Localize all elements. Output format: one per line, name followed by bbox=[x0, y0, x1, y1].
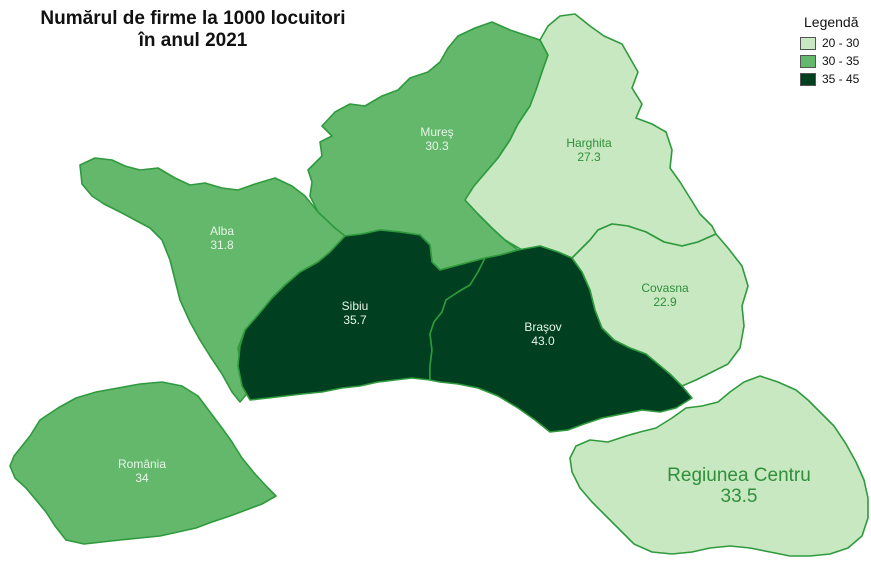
legend-item: 20 - 30 bbox=[800, 34, 870, 52]
legend-item: 30 - 35 bbox=[800, 52, 870, 70]
label-romania-value: 34 bbox=[135, 471, 149, 485]
region-regiunea-centru[interactable] bbox=[569, 375, 869, 557]
legend-swatch bbox=[800, 54, 816, 68]
label-mures-name: Mureş bbox=[420, 125, 453, 139]
label-regiunea-centru-value: 33.5 bbox=[721, 486, 758, 507]
region-romania[interactable] bbox=[9, 381, 277, 545]
legend-title: Legendă bbox=[804, 14, 859, 30]
legend-label: 30 - 35 bbox=[822, 54, 860, 68]
legend-swatch bbox=[800, 72, 816, 86]
label-covasna-value: 22.9 bbox=[653, 295, 677, 309]
label-alba-name: Alba bbox=[210, 224, 234, 238]
label-brasov-value: 43.0 bbox=[531, 334, 555, 348]
label-mures-value: 30.3 bbox=[425, 139, 449, 153]
map-title-line2: în anul 2021 bbox=[138, 30, 248, 51]
label-harghita-value: 27.3 bbox=[577, 150, 601, 164]
legend-label: 35 - 45 bbox=[822, 72, 860, 86]
legend-swatch bbox=[800, 36, 816, 50]
label-covasna-name: Covasna bbox=[641, 281, 689, 295]
region-covasna[interactable] bbox=[571, 223, 749, 387]
label-sibiu-name: Sibiu bbox=[342, 299, 369, 313]
label-alba-value: 31.8 bbox=[210, 238, 234, 252]
legend: Legendă 20 - 30 30 - 35 35 - 45 bbox=[800, 14, 870, 88]
legend-label: 20 - 30 bbox=[822, 36, 860, 50]
label-brasov-name: Braşov bbox=[524, 320, 561, 334]
map-title-line1: Numărul de firme la 1000 locuitori bbox=[40, 8, 346, 29]
label-regiunea-centru-name: Regiunea Centru bbox=[667, 465, 811, 486]
label-harghita-name: Harghita bbox=[566, 136, 612, 150]
region-sibiu[interactable] bbox=[237, 229, 486, 401]
label-sibiu-value: 35.7 bbox=[343, 313, 367, 327]
legend-item: 35 - 45 bbox=[800, 70, 870, 88]
map-title: Numărul de firme la 1000 locuitori în an… bbox=[8, 8, 378, 52]
label-romania-name: România bbox=[118, 457, 166, 471]
